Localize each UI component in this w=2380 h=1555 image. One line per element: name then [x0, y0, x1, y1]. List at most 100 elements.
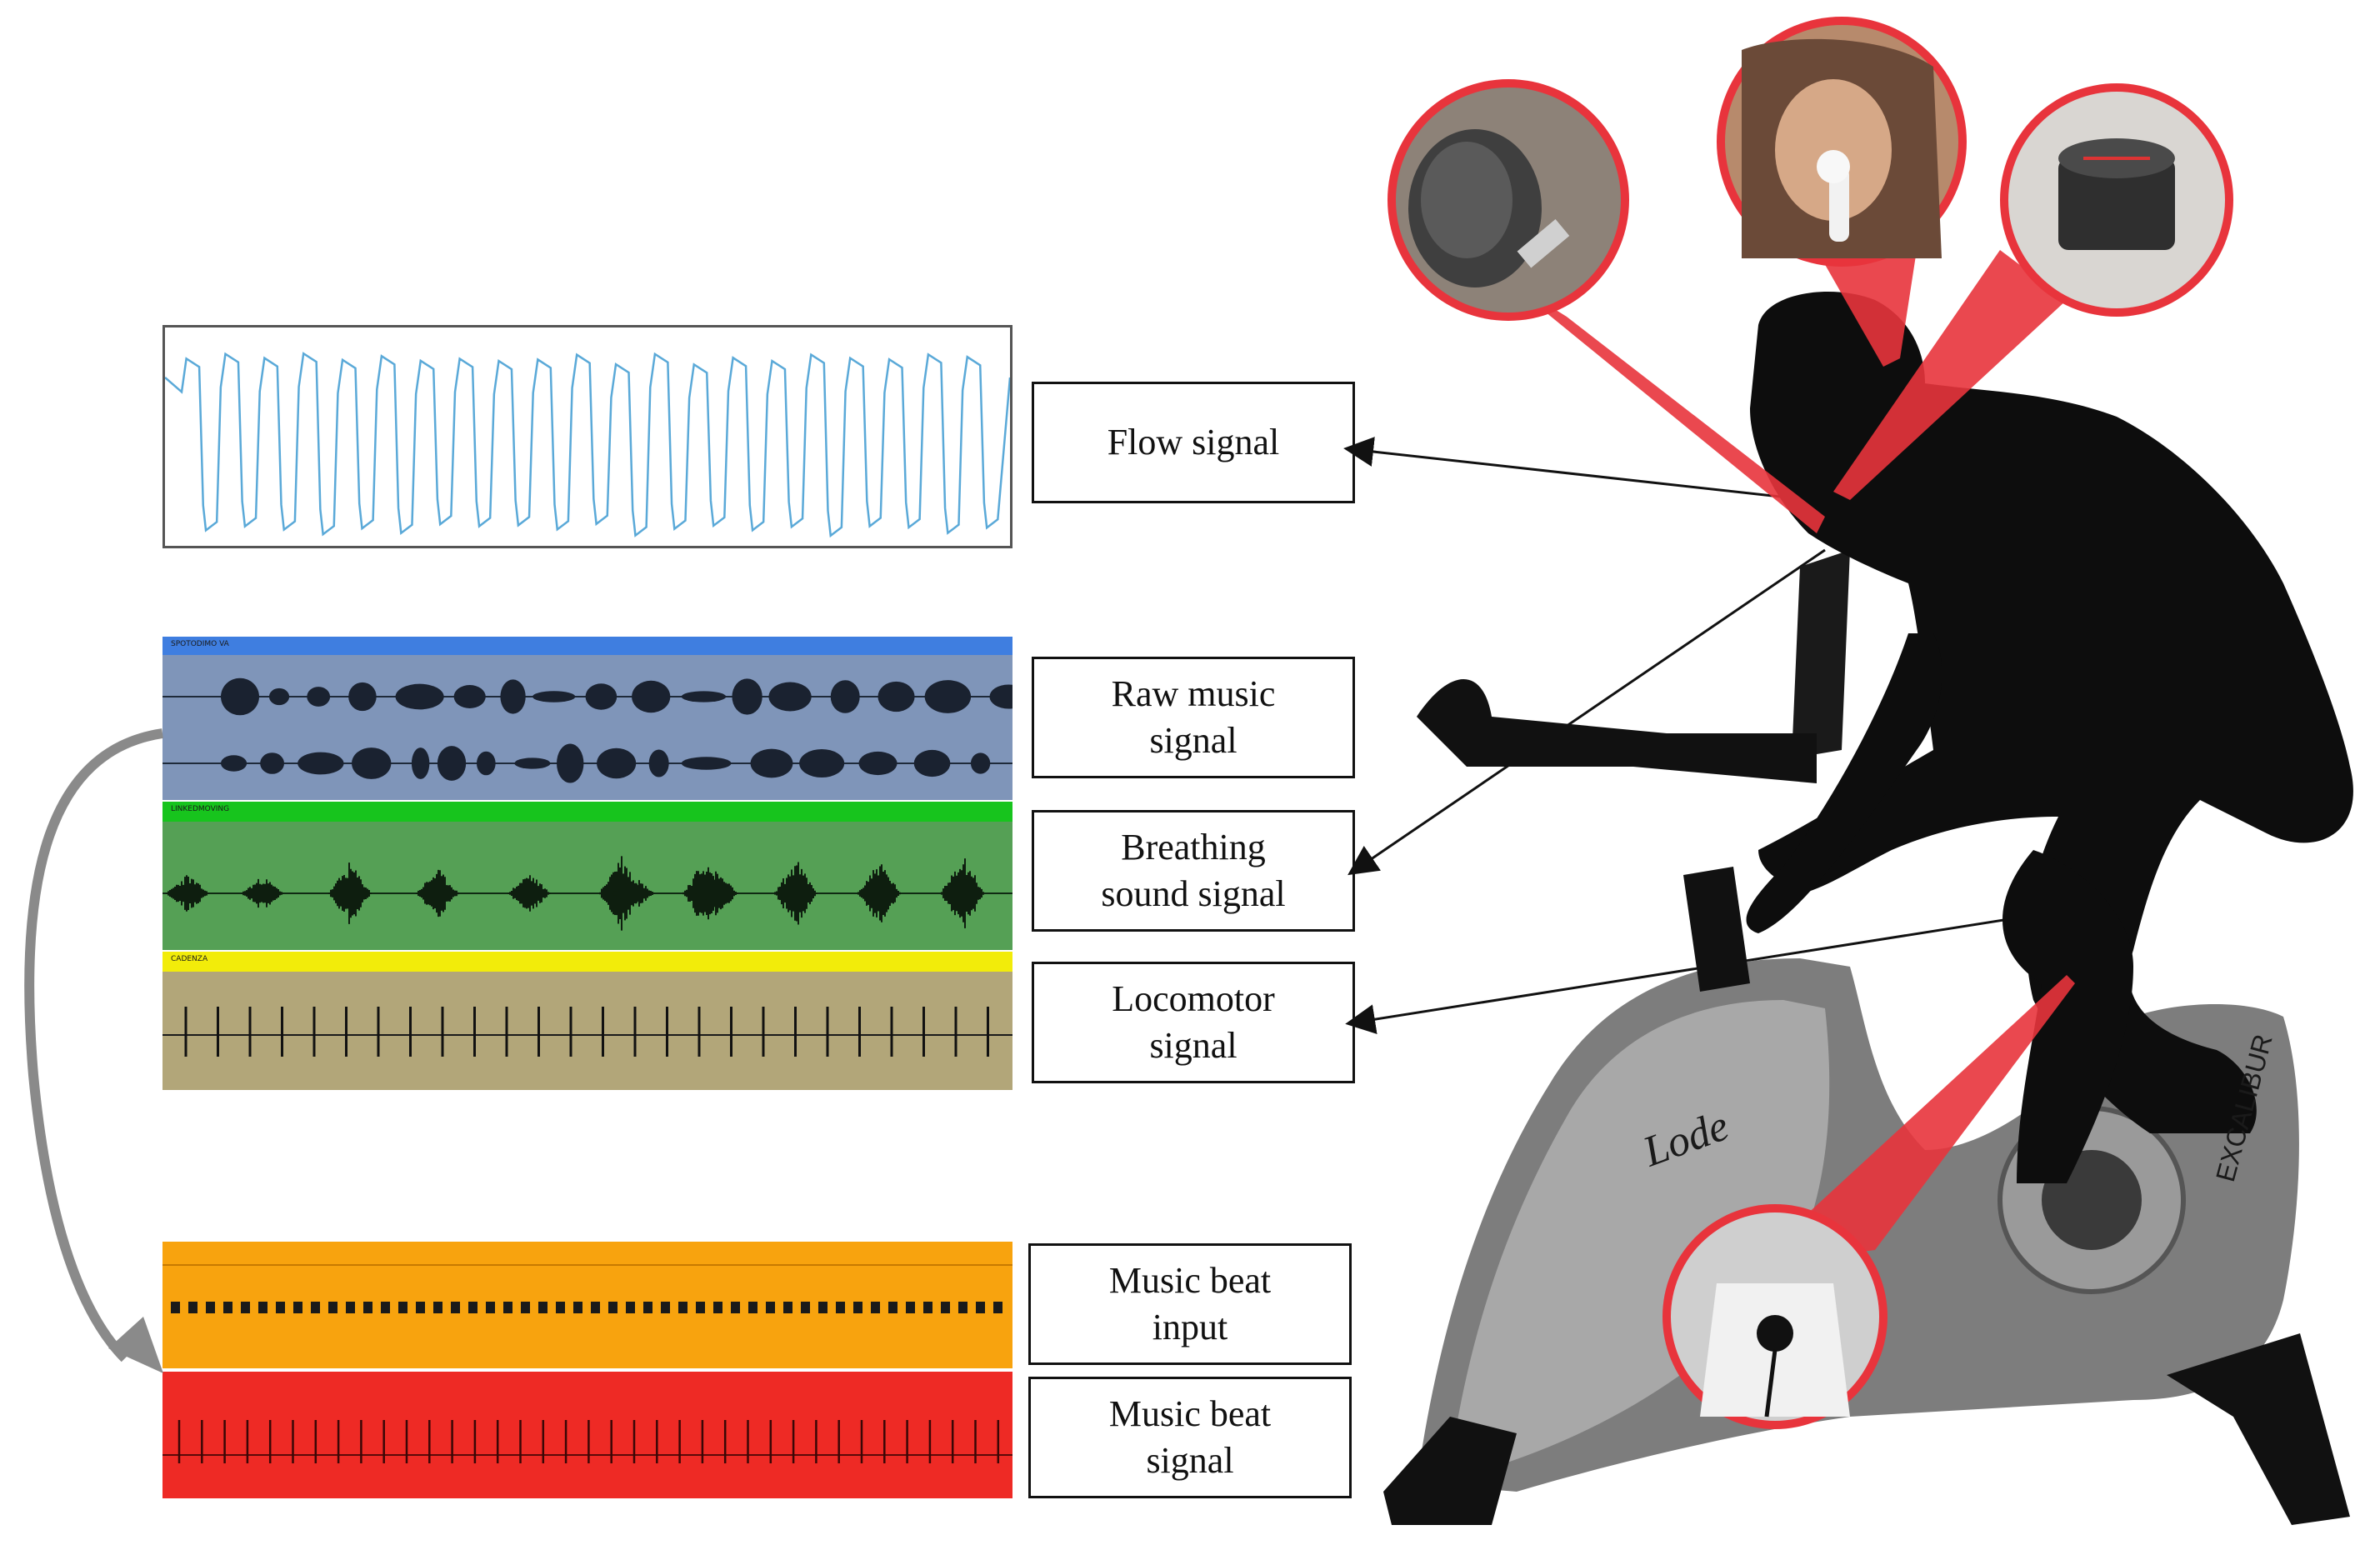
beat-input-dash [783, 1302, 792, 1313]
breathing-waveform [162, 856, 1012, 931]
raw-burst [307, 687, 331, 707]
raw-burst [500, 679, 526, 714]
beat-input-dash [311, 1302, 320, 1313]
beat-input-dash [853, 1302, 862, 1313]
breath-label-line2: sound signal [1101, 873, 1286, 914]
raw-music-track-bar: SPOTODIMO VA [162, 637, 1012, 655]
callout-flow-sensor-photo [2000, 83, 2233, 317]
beat-input-dash [906, 1302, 915, 1313]
beat-input-dash [521, 1302, 530, 1313]
raw-burst [411, 748, 430, 779]
beat-input-dash [993, 1302, 1002, 1313]
beat-input-dash [836, 1302, 845, 1313]
flow-waveform [165, 352, 1010, 538]
rider-silhouette [1750, 292, 2353, 1133]
beat-input-dash [451, 1302, 460, 1313]
flow-connector-arrow [1343, 437, 1811, 502]
callout-earphone-photo [1717, 17, 1967, 267]
breath-burst [612, 880, 655, 907]
beat-signal-label-line1: Music beat [1108, 1393, 1272, 1434]
breath-burst [508, 875, 551, 912]
breath-label-line1: Breathing [1121, 827, 1266, 868]
raw-burst [260, 752, 285, 774]
raw-label-line2: signal [1149, 720, 1238, 761]
beat-input-dash [293, 1302, 302, 1313]
raw-burst [348, 682, 377, 712]
beat-input-dash [871, 1302, 880, 1313]
raw-burst [989, 684, 1012, 709]
beat-input-dash [241, 1302, 250, 1313]
beat-input-dash [626, 1302, 635, 1313]
callout-wedge-ear [1817, 250, 1917, 367]
raw-burst [878, 681, 915, 712]
raw-burst [858, 751, 898, 776]
beat-input-dashes [162, 1264, 1012, 1313]
raw-burst [970, 752, 991, 774]
beat-input-dash [381, 1302, 390, 1313]
beat-input-dash [258, 1302, 268, 1313]
raw-burst [221, 678, 259, 716]
breath-track-title: LINKEDMOVING [171, 805, 230, 813]
breath-burst [858, 864, 901, 922]
beat-input-dash [328, 1302, 338, 1313]
beat-input-dash [468, 1302, 478, 1313]
beat-input-dash [416, 1302, 425, 1313]
loco-label-line2: signal [1149, 1025, 1238, 1066]
raw-music-panel [162, 637, 1012, 800]
raw-burst [799, 749, 845, 778]
callout-wedge-mic [1500, 275, 1825, 533]
flow-label-text: Flow signal [1107, 422, 1280, 462]
raw-burst [732, 678, 762, 715]
beat-input-dash [643, 1302, 652, 1313]
raw-burst [557, 743, 584, 783]
raw-burst [830, 680, 860, 713]
beat-input-dash [433, 1302, 442, 1313]
rider-arm [1746, 633, 1942, 933]
beat-input-dash [346, 1302, 355, 1313]
breathing-panel [162, 802, 1012, 950]
callout-wedge-sensor [1833, 250, 2067, 500]
raw-burst [532, 691, 576, 702]
beat-input-dash [188, 1302, 198, 1313]
beat-input-dash [398, 1302, 408, 1313]
beat-input-dash [731, 1302, 740, 1313]
music-beat-signal-label: Music beat signal [1028, 1377, 1352, 1498]
raw-burst [221, 755, 248, 772]
raw-burst [585, 683, 618, 710]
beat-input-dash [766, 1302, 775, 1313]
raw-burst [395, 683, 444, 710]
beat-input-dash [888, 1302, 898, 1313]
raw-burst [632, 680, 671, 713]
beat-signal-spikes [162, 1420, 1012, 1463]
breath-burst [774, 862, 818, 925]
callout-cadence-sensor-photo [1662, 1204, 1888, 1429]
bike-front-highlight [1450, 1000, 1830, 1475]
beat-input-dash [678, 1302, 688, 1313]
raw-burst [913, 749, 951, 778]
beat-input-dash [801, 1302, 810, 1313]
callout-wedge-pedal [1750, 975, 2075, 1267]
raw-music-waveform [162, 678, 1012, 783]
beat-input-dash [503, 1302, 512, 1313]
beat-input-dash [941, 1302, 950, 1313]
flow-signal-panel [162, 325, 1012, 548]
raw-burst [768, 682, 812, 712]
breathing-track-bar: LINKEDMOVING [162, 802, 1012, 822]
beat-input-dash [748, 1302, 758, 1313]
loco-track-title: CADENZA [171, 955, 208, 963]
music-beat-input-panel [162, 1242, 1012, 1368]
raw-label-line1: Raw music [1111, 673, 1276, 714]
raw-burst [750, 748, 793, 778]
locomotor-panel [162, 952, 1012, 1090]
beat-input-label-line2: input [1152, 1307, 1228, 1348]
beat-input-dash [538, 1302, 548, 1313]
raw-burst [476, 751, 496, 776]
beat-input-label-line1: Music beat [1108, 1260, 1272, 1301]
locomotor-label: Locomotor signal [1032, 962, 1355, 1083]
locomotor-waveform [162, 1007, 1012, 1057]
beat-input-dash [206, 1302, 215, 1313]
bike-base-foot-left [1383, 1417, 1517, 1525]
bike-seat-post [1683, 867, 1750, 992]
